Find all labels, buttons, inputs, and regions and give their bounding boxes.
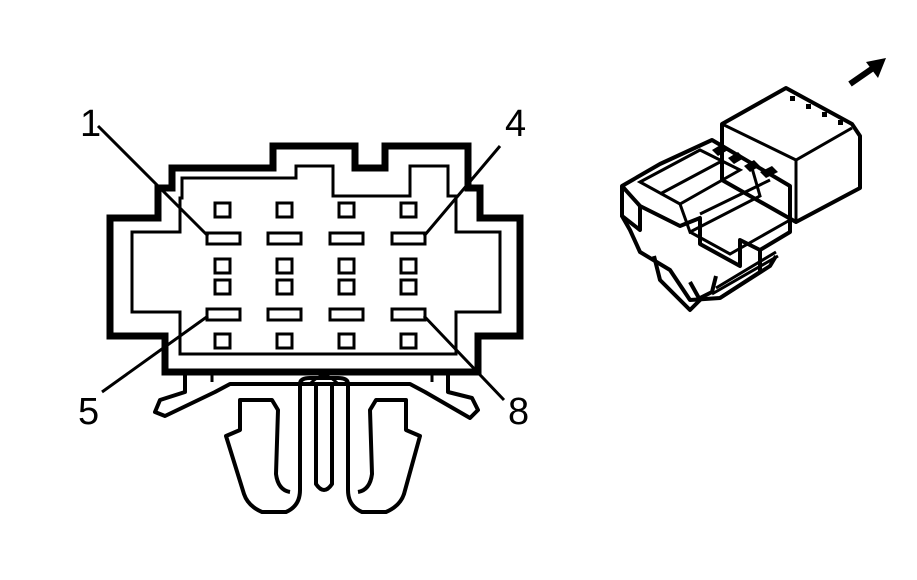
terminal-cavity — [275, 278, 294, 296]
terminal-cavity — [399, 201, 418, 219]
latch-slot — [328, 307, 365, 322]
leader-line-pin1 — [96, 124, 210, 238]
terminal-row-1 — [213, 201, 418, 219]
latch-slot — [390, 231, 427, 246]
pin-dot — [790, 96, 795, 101]
pin-dot — [838, 120, 843, 125]
terminal-row-3 — [213, 278, 418, 296]
arrow-up-right-icon — [848, 58, 886, 87]
terminal-row-2 — [213, 257, 418, 275]
iso-pin-dots — [790, 96, 843, 125]
iso-dark-slots — [712, 144, 778, 178]
iso-front-face — [620, 184, 761, 268]
leader-line-pin5 — [101, 314, 209, 394]
mounting-clip-center — [298, 376, 350, 492]
pin-label-1: 1 — [80, 103, 101, 145]
latch-slots-upper — [205, 231, 427, 246]
latch-slot — [266, 231, 303, 246]
leader-line-pin4 — [422, 145, 502, 237]
terminal-cavity — [275, 201, 294, 219]
connector-face-view: 1 4 5 8 — [78, 103, 529, 514]
bottom-ledge-inner — [210, 372, 434, 382]
terminal-cavity — [275, 257, 294, 275]
terminal-cavity — [337, 201, 356, 219]
pin-label-4: 4 — [505, 103, 526, 145]
terminal-cavity — [399, 278, 418, 296]
connector-inner-outline — [130, 164, 502, 356]
latch-slot — [266, 307, 303, 322]
terminal-cavity — [275, 332, 294, 350]
connector-outer-housing — [106, 142, 524, 376]
latch-slot — [205, 231, 242, 246]
mounting-clip-top — [308, 374, 340, 386]
pin-dot — [806, 104, 811, 109]
terminal-cavity — [337, 332, 356, 350]
iso-rear-box — [720, 86, 862, 224]
leader-line-pin8 — [422, 314, 506, 402]
mounting-clip-mirror — [346, 384, 422, 514]
iso-front-body — [620, 138, 792, 302]
latch-slots-lower — [205, 307, 427, 322]
pin-dot — [822, 112, 827, 117]
terminal-cavity — [213, 257, 232, 275]
latch-slot — [205, 307, 242, 322]
terminal-cavity — [337, 278, 356, 296]
pin-label-5: 5 — [78, 391, 99, 433]
bottom-ledge — [153, 372, 480, 420]
mounting-clip — [224, 384, 302, 514]
iso-rear-box-edges — [720, 122, 853, 222]
latch-slot — [328, 231, 365, 246]
iso-front-ribs — [636, 148, 791, 256]
iso-bottom-rail — [711, 250, 779, 296]
terminal-cavity — [337, 257, 356, 275]
terminal-cavity — [399, 257, 418, 275]
connector-isometric-view — [620, 58, 886, 312]
terminal-cavity — [399, 332, 418, 350]
latch-slot — [390, 307, 427, 322]
terminal-cavity — [213, 332, 232, 350]
terminal-row-4 — [213, 332, 418, 350]
pin-label-8: 8 — [508, 391, 529, 433]
terminal-cavity — [213, 278, 232, 296]
terminal-cavity — [213, 201, 232, 219]
